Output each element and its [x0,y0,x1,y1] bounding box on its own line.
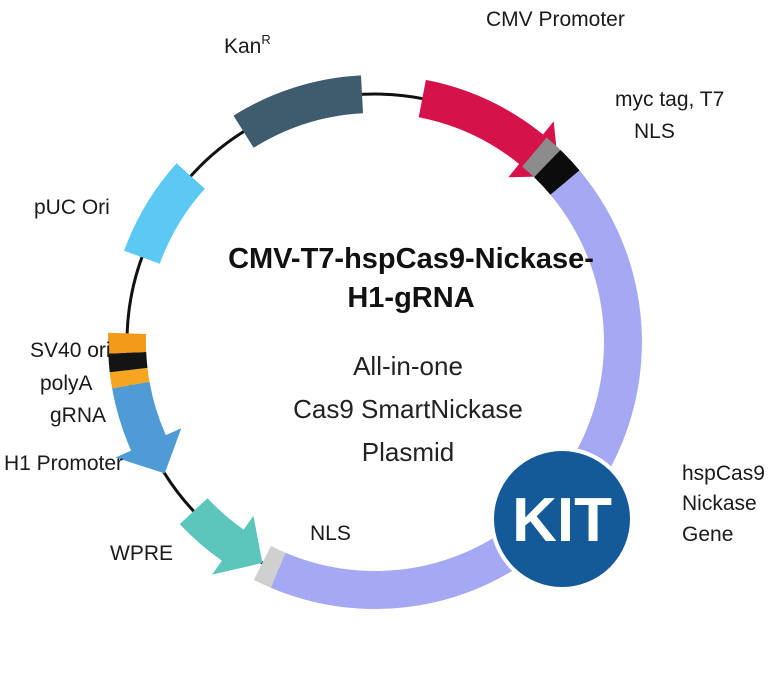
nls-top-label: NLS [634,120,675,143]
hspcas9-label-line3: Gene [682,523,733,546]
myc-tag-t7-label: myc tag, T7 [615,88,724,111]
hspcas9-label-line2: Nickase [682,492,757,515]
polya-arc [108,352,148,373]
puc-ori-arc [124,163,205,264]
polya-label: polyA [40,372,93,395]
plasmid-title-line1: CMV-T7-hspCas9-Nickase- [228,243,594,275]
plasmid-subtitle-line3: Plasmid [362,437,454,467]
nls-bottom-arc [253,546,286,588]
grna-label: gRNA [50,404,106,427]
kanr-label: KanR [224,32,271,58]
plasmid-subtitle-line2: Cas9 SmartNickase [293,394,523,424]
hspcas9-label-line1: hspCas9 [682,462,765,485]
sv40-ori-arc [108,332,147,354]
h1-promoter-arrow [112,381,182,474]
plasmid-subtitle-line1: All-in-one [353,351,463,381]
wpre-arrow [179,498,263,575]
nls-bottom-label: NLS [310,522,351,545]
kanr-label-text: Kan [224,35,261,58]
wpre-label: WPRE [110,542,173,565]
puc-ori-label: pUC Ori [34,196,110,219]
h1-promoter-label: H1 Promoter [4,452,123,475]
plasmid-title-line2: H1-gRNA [347,282,474,314]
kit-badge-text: KIT [512,486,612,555]
sv40-ori-label: SV40 ori [30,339,111,362]
nls-top-arc [534,149,580,195]
kanr-label-superscript: R [261,32,270,47]
cmv-promoter-label: CMV Promoter [486,8,625,31]
grna-arc [109,367,150,389]
kanr-arc [233,75,363,148]
kit-badge-circle [490,447,634,591]
myc-tag-t7-arc [522,137,561,178]
cmv-promoter-arrow [418,79,560,178]
kit-badge: KIT [490,447,634,591]
